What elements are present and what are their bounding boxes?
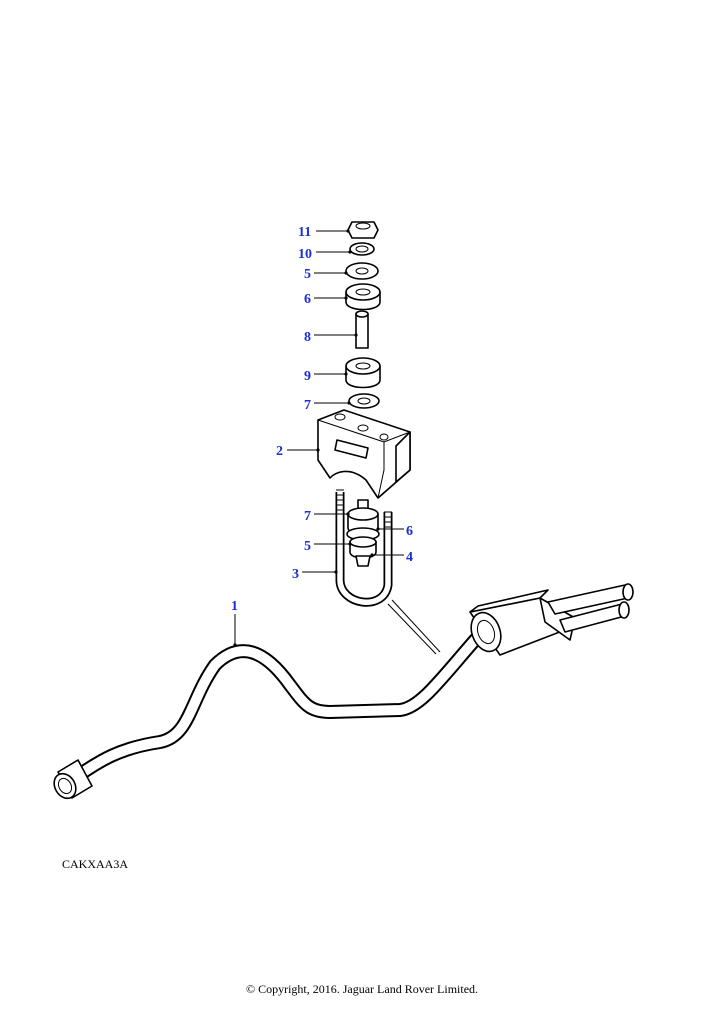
lower-mount-stack <box>346 499 380 567</box>
callout-5-upper: 5 <box>304 267 348 282</box>
callout-6-upper: 6 <box>304 292 348 307</box>
u-bolt <box>335 489 393 607</box>
detail-pointer <box>387 599 441 655</box>
callout-3: 3 <box>292 567 338 582</box>
svg-text:1: 1 <box>231 599 238 614</box>
svg-text:7: 7 <box>304 398 311 413</box>
svg-text:4: 4 <box>406 550 413 565</box>
svg-text:2: 2 <box>276 444 283 459</box>
callout-9: 9 <box>304 369 348 384</box>
spring-washer <box>349 242 375 256</box>
callout-8: 8 <box>304 330 358 345</box>
mounting-bracket <box>317 409 411 499</box>
rubber-bush-lower <box>345 357 381 389</box>
svg-text:7: 7 <box>304 509 311 524</box>
figure-code: CAKXAA3A <box>62 857 128 871</box>
flat-washer-lower <box>348 393 380 409</box>
svg-text:5: 5 <box>304 267 311 282</box>
callout-5-lower: 5 <box>304 539 352 554</box>
svg-text:6: 6 <box>406 524 413 539</box>
exhaust-pipe <box>53 633 482 800</box>
callout-4: 4 <box>370 550 413 565</box>
svg-text:3: 3 <box>292 567 299 582</box>
svg-text:5: 5 <box>304 539 311 554</box>
callout-7-lower: 7 <box>304 509 350 524</box>
pipe-inlet-end <box>53 759 93 800</box>
callout-11: 11 <box>298 225 350 240</box>
callout-2: 2 <box>276 444 320 459</box>
spacer-tube <box>355 310 369 349</box>
copyright-notice: © Copyright, 2016. Jaguar Land Rover Lim… <box>245 982 479 996</box>
nut <box>347 221 379 239</box>
silencer <box>469 583 634 656</box>
svg-text:9: 9 <box>304 369 311 384</box>
callout-6-lower: 6 <box>376 524 413 539</box>
callout-7-upper: 7 <box>304 398 351 413</box>
tail-pipes <box>547 583 634 633</box>
svg-text:10: 10 <box>298 247 312 262</box>
svg-text:6: 6 <box>304 292 311 307</box>
flat-washer-upper <box>345 262 379 280</box>
svg-text:11: 11 <box>298 225 311 240</box>
callout-10: 10 <box>298 247 352 262</box>
rubber-bush-upper <box>345 283 381 311</box>
callout-1: 1 <box>231 599 238 647</box>
svg-text:8: 8 <box>304 330 311 345</box>
